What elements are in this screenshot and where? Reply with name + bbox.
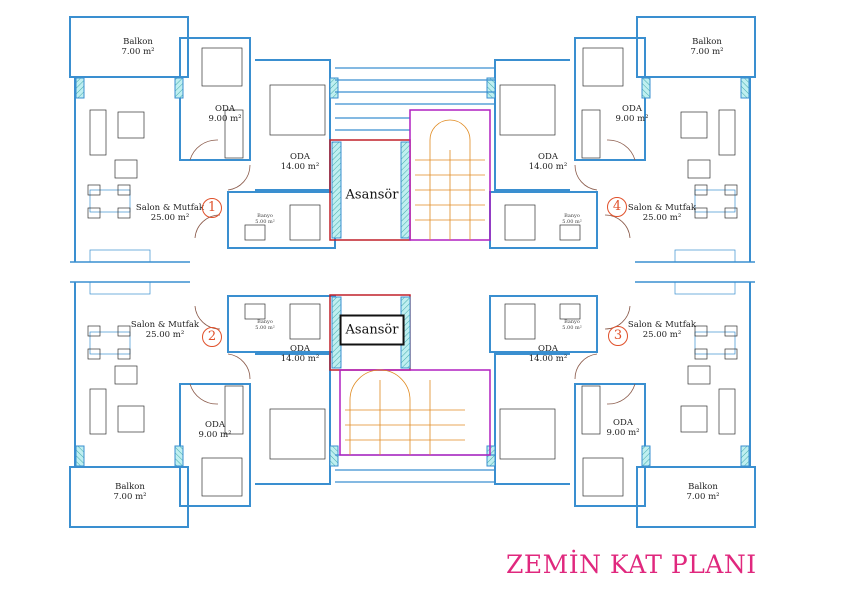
apartment-plan	[69, 16, 339, 263]
room-name: ODA	[538, 152, 558, 162]
stairs-bottom	[345, 369, 465, 455]
room-area: 25.00 m²	[642, 330, 682, 340]
room-area: 25.00 m²	[145, 330, 185, 340]
large-room-walls	[494, 353, 570, 485]
large-room-walls	[255, 353, 331, 485]
room-area: 9.00 m²	[198, 430, 232, 440]
room-name: Balkon	[688, 482, 718, 492]
bathroom-walls	[227, 191, 336, 249]
balcony-wall	[636, 466, 756, 528]
room-name: Banyo	[564, 213, 580, 219]
bathroom-walls	[489, 295, 598, 353]
elevator-label-top: Asansör	[345, 187, 399, 203]
room-area: 14.00 m²	[528, 162, 568, 172]
room-name: ODA	[538, 344, 558, 354]
balcony-wall	[69, 16, 189, 78]
room-area: 7.00 m²	[113, 492, 147, 502]
room-name: Balkon	[692, 37, 722, 47]
room-name: Balkon	[123, 37, 153, 47]
apartment-plan-2	[69, 281, 339, 528]
balcony-wall	[69, 466, 189, 528]
room-name: ODA	[290, 152, 310, 162]
room-name: Banyo	[564, 319, 580, 325]
room-name: ODA	[613, 418, 633, 428]
balcony-wall	[636, 16, 756, 78]
small-room-walls	[574, 37, 646, 161]
stairs-top	[415, 119, 485, 240]
room-area: 5.00 m²	[562, 219, 582, 225]
apartment-number-marker: 4	[607, 197, 627, 217]
apartment-number-marker: 2	[202, 327, 222, 347]
stairwell-bottom	[339, 369, 491, 456]
apartment-number-marker: 3	[608, 326, 628, 346]
apartment-number-marker: 1	[202, 198, 222, 218]
room-name: Balkon	[115, 482, 145, 492]
central-core	[329, 67, 495, 483]
room-area: 7.00 m²	[690, 47, 724, 57]
small-room-walls	[179, 383, 251, 507]
room-name: ODA	[215, 104, 235, 114]
room-area: 5.00 m²	[255, 219, 275, 225]
room-area: 14.00 m²	[280, 354, 320, 364]
room-area: 25.00 m²	[150, 213, 190, 223]
room-name: ODA	[290, 344, 310, 354]
apartment-plan-3	[486, 281, 756, 528]
room-name: ODA	[205, 420, 225, 430]
room-area: 9.00 m²	[208, 114, 242, 124]
room-area: 14.00 m²	[528, 354, 568, 364]
small-room-walls	[179, 37, 251, 161]
plan-title: ZEMİN KAT PLANI	[506, 550, 757, 579]
room-name: Banyo	[257, 213, 273, 219]
apartment-plan-4	[486, 16, 756, 263]
room-name: Salon & Mutfak	[130, 320, 200, 330]
room-name: Banyo	[257, 319, 273, 325]
corridor-lines	[335, 67, 495, 483]
room-area: 5.00 m²	[562, 325, 582, 331]
room-area: 7.00 m²	[121, 47, 155, 57]
room-area: 14.00 m²	[280, 162, 320, 172]
room-area: 7.00 m²	[686, 492, 720, 502]
room-name: Salon & Mutfak	[627, 203, 697, 213]
room-area: 9.00 m²	[606, 428, 640, 438]
room-area: 25.00 m²	[642, 213, 682, 223]
room-name: Salon & Mutfak	[627, 320, 697, 330]
room-area: 5.00 m²	[255, 325, 275, 331]
room-name: Salon & Mutfak	[135, 203, 205, 213]
elevator-label-bottom: Asansör	[339, 314, 405, 346]
room-name: ODA	[622, 104, 642, 114]
room-area: 9.00 m²	[615, 114, 649, 124]
small-room-walls	[574, 383, 646, 507]
